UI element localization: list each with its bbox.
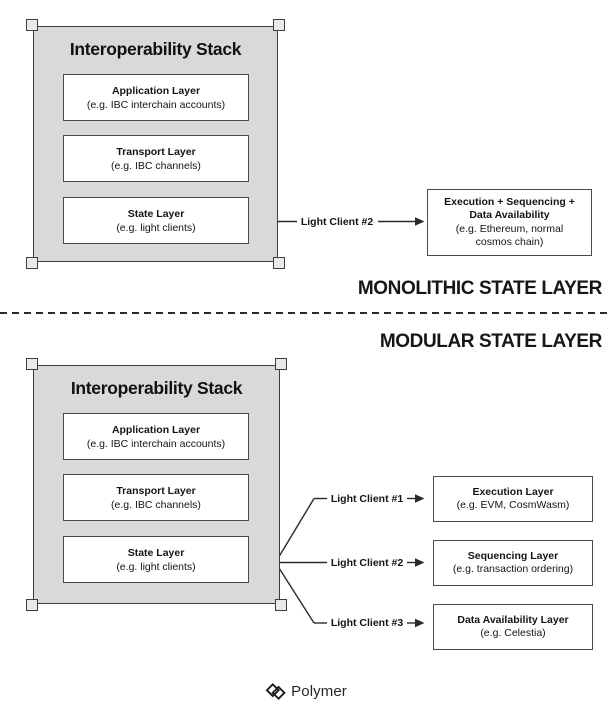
ext-box-name: Execution Layer [472, 485, 554, 498]
ext-box-example: (e.g. EVM, CosmWasm) [456, 499, 570, 511]
layer-name: State Layer [127, 546, 185, 559]
ext-box-name: Data Availability Layer [457, 613, 569, 626]
application-layer-box: Application Layer (e.g. IBC interchain a… [63, 413, 249, 460]
ext-box-name: Sequencing Layer [467, 549, 559, 562]
layer-name: Transport Layer [116, 145, 196, 158]
layer-example: (e.g. light clients) [116, 560, 196, 573]
modular-caption: MODULAR STATE LAYER [379, 331, 603, 352]
light-client-2-label: Light Client #2 [300, 216, 374, 228]
transport-layer-box: Transport Layer (e.g. IBC channels) [63, 474, 249, 521]
layer-name: State Layer [127, 207, 185, 220]
data-availability-layer-box: Data Availability Layer (e.g. Celestia) [433, 604, 593, 650]
layer-example: (e.g. IBC interchain accounts) [86, 98, 226, 111]
layer-example: (e.g. IBC channels) [111, 159, 201, 172]
layer-example: (e.g. light clients) [116, 221, 196, 234]
polymer-logo: Polymer [265, 681, 347, 702]
stack-title: Interoperability Stack [69, 39, 242, 59]
polymer-brand-text: Polymer [291, 683, 347, 700]
handle-top-left [26, 19, 38, 31]
polymer-knot-icon [265, 681, 286, 702]
ext-box-example: (e.g. transaction ordering) [452, 563, 574, 575]
execution-sequencing-da-box: Execution + Sequencing + Data Availabili… [427, 189, 592, 256]
transport-layer-box: Transport Layer (e.g. IBC channels) [63, 135, 249, 182]
layer-name: Transport Layer [116, 484, 196, 497]
layer-example: (e.g. IBC interchain accounts) [86, 437, 226, 450]
handle-bottom-left [26, 257, 38, 269]
stack-title: Interoperability Stack [70, 378, 243, 398]
light-client-1-label: Light Client #1 [330, 493, 404, 505]
monolithic-stack-box: Interoperability Stack Application Layer… [26, 19, 285, 269]
modular-stack-box: Interoperability Stack Application Layer… [26, 358, 287, 611]
application-layer-box: Application Layer (e.g. IBC interchain a… [63, 74, 249, 121]
layer-name: Application Layer [111, 84, 201, 97]
layer-example: (e.g. IBC channels) [111, 498, 201, 511]
light-client-3-label: Light Client #3 [330, 617, 404, 629]
ext-box-example: (e.g. Celestia) [480, 627, 546, 639]
execution-layer-box: Execution Layer (e.g. EVM, CosmWasm) [433, 476, 593, 522]
handle-bottom-right [273, 257, 285, 269]
layer-name: Application Layer [111, 423, 201, 436]
sequencing-layer-box: Sequencing Layer (e.g. transaction order… [433, 540, 593, 586]
handle-top-left [26, 358, 38, 370]
ext-box-name: Execution + Sequencing + Data Availabili… [444, 195, 575, 222]
state-layer-box: State Layer (e.g. light clients) [63, 197, 249, 244]
handle-top-right [273, 19, 285, 31]
handle-bottom-left [26, 599, 38, 611]
ext-box-example: (e.g. Ethereum, normal cosmos chain) [455, 222, 564, 249]
handle-bottom-right [275, 599, 287, 611]
handle-top-right [275, 358, 287, 370]
light-client-2-label: Light Client #2 [330, 557, 404, 569]
monolithic-caption: MONOLITHIC STATE LAYER [357, 278, 603, 299]
state-layer-box: State Layer (e.g. light clients) [63, 536, 249, 583]
